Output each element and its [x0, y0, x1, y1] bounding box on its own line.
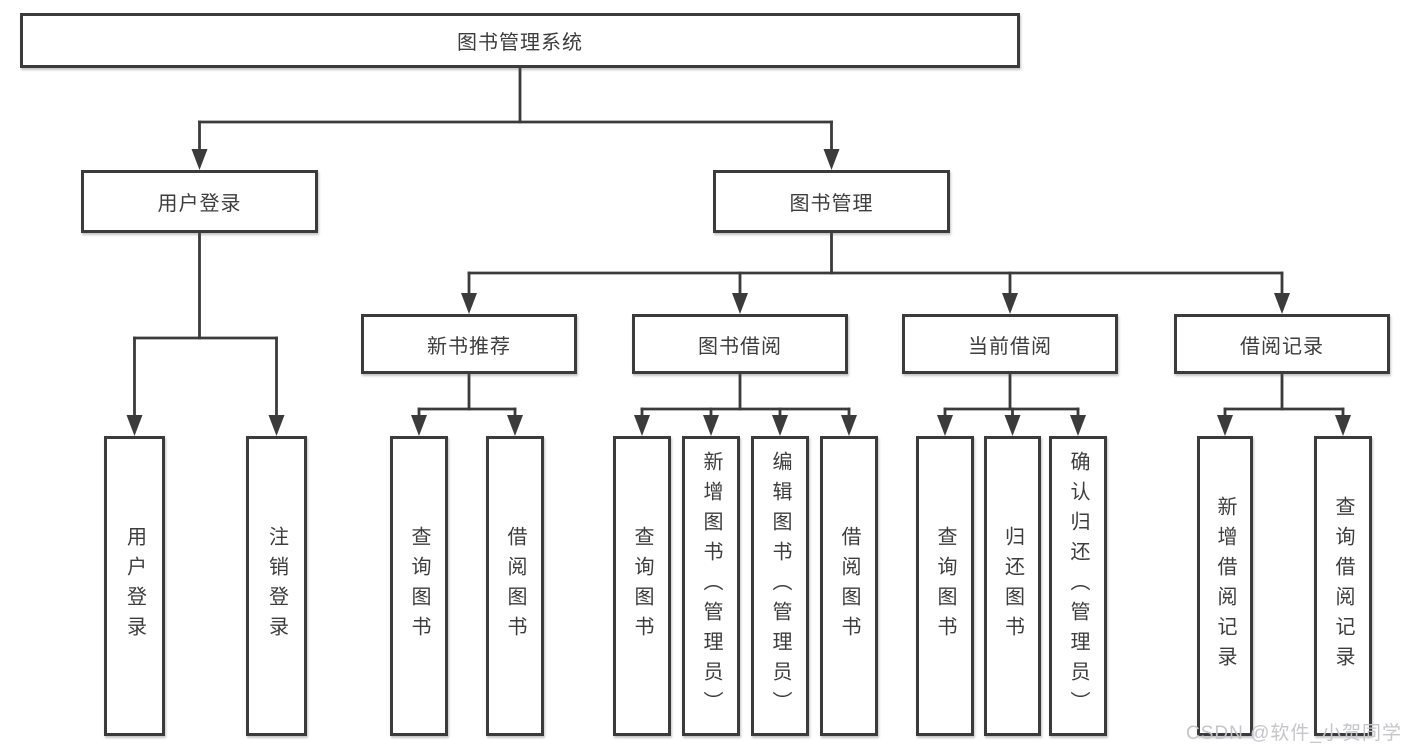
node-label: 新书推荐 — [427, 335, 511, 358]
leaf-label: 注销登录 — [265, 526, 288, 646]
leaf-label: 借阅图书 — [504, 526, 526, 646]
node-label: 当前借阅 — [968, 335, 1052, 358]
arrowhead-icon — [411, 415, 427, 436]
csdn-watermark: CSDN @软件_小贺同学 — [1186, 723, 1402, 744]
leaf-label: 新增图书（管理员） — [700, 451, 722, 721]
arrowhead-icon — [634, 415, 650, 436]
arrowhead-icon — [1335, 415, 1351, 436]
node-borrow-records: 借阅记录 — [1174, 314, 1390, 374]
arrowhead-icon — [732, 293, 748, 314]
leaf-label: 查询借阅记录 — [1332, 496, 1354, 676]
leaf-label: 查询图书 — [934, 526, 956, 646]
leaf-add-book-admin: 新增图书（管理员） — [682, 436, 740, 736]
leaf-label: 编辑图书（管理员） — [769, 451, 791, 721]
leaf-return-book: 归还图书 — [984, 436, 1041, 736]
node-label: 借阅记录 — [1240, 335, 1324, 358]
leaf-label: 归还图书 — [1001, 526, 1024, 646]
arrowhead-icon — [1274, 293, 1290, 314]
leaf-query-books-recommend: 查询图书 — [390, 436, 448, 736]
leaf-borrow-books-borrow: 借阅图书 — [820, 436, 878, 736]
arrowhead-icon — [507, 415, 523, 436]
arrowhead-icon — [1004, 415, 1021, 436]
arrowhead-icon — [823, 149, 840, 170]
arrowhead-icon — [461, 293, 477, 314]
leaf-label: 新增借阅记录 — [1214, 496, 1236, 676]
leaf-label: 借阅图书 — [838, 526, 860, 646]
arrowhead-icon — [1002, 293, 1018, 314]
node-label: 用户登录 — [157, 193, 242, 215]
leaf-label: 用户登录 — [123, 526, 146, 646]
arrowhead-icon — [268, 415, 285, 436]
leaf-add-borrow-record: 新增借阅记录 — [1197, 436, 1253, 736]
node-label: 图书管理系统 — [457, 32, 583, 54]
leaf-confirm-return-admin: 确认归还（管理员） — [1049, 436, 1107, 736]
leaf-query-books-borrow: 查询图书 — [613, 436, 671, 736]
arrowhead-icon — [772, 415, 788, 436]
leaf-edit-book-admin: 编辑图书（管理员） — [751, 436, 809, 736]
arrowhead-icon — [937, 415, 953, 436]
node-new-book-recommend: 新书推荐 — [361, 314, 577, 374]
node-user-login: 用户登录 — [81, 170, 318, 233]
leaf-logout: 注销登录 — [246, 436, 307, 736]
node-label: 图书借阅 — [698, 335, 782, 358]
arrowhead-icon — [1070, 415, 1086, 436]
node-library-management-system: 图书管理系统 — [20, 13, 1020, 68]
leaf-label: 确认归还（管理员） — [1067, 451, 1089, 721]
arrowhead-icon — [191, 149, 208, 170]
node-book-management: 图书管理 — [713, 170, 950, 233]
arrowhead-icon — [126, 415, 143, 436]
node-book-borrow: 图书借阅 — [632, 314, 848, 374]
leaf-query-borrow-record: 查询借阅记录 — [1314, 436, 1372, 736]
arrowhead-icon — [1217, 415, 1233, 436]
node-current-borrow: 当前借阅 — [902, 314, 1118, 374]
node-label: 图书管理 — [789, 193, 874, 215]
arrowhead-icon — [703, 415, 719, 436]
leaf-query-books-current: 查询图书 — [916, 436, 974, 736]
leaf-user-login: 用户登录 — [104, 436, 165, 736]
arrowhead-icon — [841, 415, 857, 436]
leaf-borrow-books-recommend: 借阅图书 — [486, 436, 544, 736]
leaf-label: 查询图书 — [408, 526, 430, 646]
leaf-label: 查询图书 — [631, 526, 653, 646]
